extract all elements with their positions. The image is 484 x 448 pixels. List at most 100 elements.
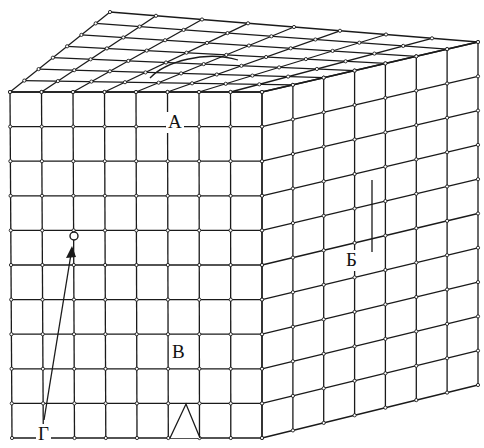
- lattice-atom: [322, 145, 325, 148]
- lattice-atom: [384, 337, 387, 340]
- lattice-atom: [415, 124, 418, 127]
- lattice-line: [262, 179, 478, 230]
- lattice-atom: [180, 72, 183, 75]
- lattice-atom: [72, 160, 75, 163]
- lattice-atom: [415, 227, 418, 230]
- lattice-atom: [215, 73, 218, 76]
- lattice-atom: [202, 63, 205, 66]
- lattice-atom: [166, 263, 169, 266]
- leader-line: [44, 248, 72, 420]
- lattice-atom: [258, 83, 261, 86]
- lattice-atom: [135, 367, 138, 370]
- lattice-atom: [198, 125, 201, 128]
- lattice-line: [262, 76, 478, 126]
- lattice-line: [24, 81, 293, 85]
- lattice-atom: [229, 367, 232, 370]
- lattice-atom: [198, 160, 201, 163]
- lattice-atom: [384, 33, 387, 36]
- lattice-atom: [260, 229, 263, 232]
- lattice-line: [167, 92, 169, 438]
- lattice-atom: [291, 429, 294, 432]
- lattice-atom: [229, 90, 232, 93]
- defect-label: Г: [36, 424, 51, 445]
- lattice-atom: [344, 60, 347, 63]
- lattice-atom: [8, 90, 11, 93]
- lattice-atom: [353, 172, 356, 175]
- lattice-atom: [291, 83, 294, 86]
- lattice-atom: [260, 298, 263, 301]
- lattice-atom: [384, 372, 387, 375]
- lattice-line: [11, 195, 262, 196]
- lattice-atom: [260, 402, 263, 405]
- lattice-atom: [73, 402, 76, 405]
- lattice-atom: [446, 116, 449, 119]
- lattice-atom: [315, 67, 318, 70]
- lattice-line: [292, 85, 293, 431]
- lattice-atom: [40, 194, 43, 197]
- lattice-atom: [198, 263, 201, 266]
- lattice-atom: [37, 68, 40, 71]
- lattice-atom: [135, 436, 138, 439]
- lattice-line: [11, 299, 262, 300]
- lattice-atom: [229, 298, 232, 301]
- lattice-atom: [10, 367, 13, 370]
- lattice-atom: [353, 69, 356, 72]
- lattice-atom: [104, 367, 107, 370]
- lattice-atom: [291, 152, 294, 155]
- lattice-atom: [145, 49, 148, 52]
- lattice-atom: [353, 276, 356, 279]
- lattice-atom: [446, 48, 449, 51]
- lattice-atom: [291, 83, 294, 86]
- lattice-line: [12, 403, 262, 404]
- lattice-atom: [224, 82, 227, 85]
- defect-label: Б: [344, 250, 359, 271]
- lattice-atom: [430, 37, 433, 40]
- lattice-atom: [415, 399, 418, 402]
- lattice-line: [262, 385, 478, 438]
- lattice-atom: [260, 367, 263, 370]
- lattice-atom: [41, 229, 44, 232]
- lattice-atom: [322, 387, 325, 390]
- lattice-line: [262, 145, 478, 196]
- lattice-atom: [40, 125, 43, 128]
- lattice-line: [262, 248, 478, 300]
- lattice-atom: [322, 214, 325, 217]
- lattice-atom: [291, 222, 294, 225]
- lattice-atom: [105, 47, 108, 50]
- lattice-atom: [104, 263, 107, 266]
- lattice-line: [42, 16, 157, 92]
- lattice-atom: [415, 158, 418, 161]
- lattice-atom: [322, 318, 325, 321]
- lattice-atom: [384, 131, 387, 134]
- lattice-atom: [476, 178, 479, 181]
- lattice-atom: [476, 281, 479, 284]
- lattice-atom: [104, 298, 107, 301]
- lattice-line: [11, 230, 262, 231]
- lattice-atom: [291, 291, 294, 294]
- lattice-line: [477, 42, 478, 385]
- lattice-line: [42, 92, 44, 438]
- lattice-atom: [260, 263, 263, 266]
- lattice-atom: [322, 111, 325, 114]
- lattice-atom: [103, 194, 106, 197]
- lattice-atom: [415, 55, 418, 58]
- lattice-line: [105, 23, 249, 92]
- lattice-atom: [8, 90, 11, 93]
- lattice-atom: [166, 229, 169, 232]
- lattice-atom: [40, 90, 43, 93]
- lattice-atom: [198, 367, 201, 370]
- lattice-atom: [476, 40, 479, 43]
- lattice-atom: [104, 333, 107, 336]
- lattice-atom: [229, 194, 232, 197]
- lattice-atom: [42, 402, 45, 405]
- lattice-line: [416, 56, 417, 400]
- lattice-atom: [167, 436, 170, 439]
- lattice-atom: [164, 39, 167, 42]
- lattice-atom: [384, 165, 387, 168]
- lattice-atom: [260, 436, 263, 439]
- lattice-atom: [41, 263, 44, 266]
- lattice-atom: [358, 41, 361, 44]
- lattice-atom: [260, 90, 263, 93]
- lattice-line: [261, 92, 262, 438]
- lattice-atom: [134, 90, 137, 93]
